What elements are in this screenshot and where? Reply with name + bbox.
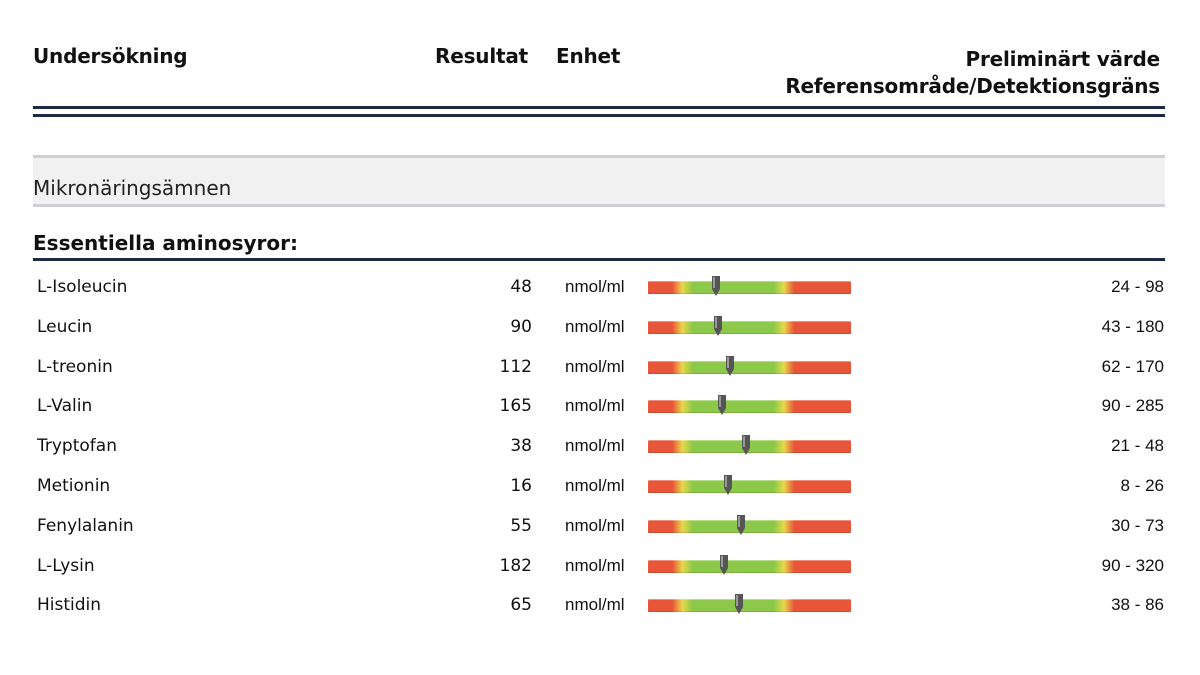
value-marker — [718, 395, 727, 416]
unit-label: nmol/ml — [565, 277, 625, 296]
analyte-name: L-Lysin — [37, 555, 95, 576]
value-marker — [735, 594, 744, 615]
range-bar — [648, 594, 851, 615]
analyte-name: Leucin — [37, 316, 93, 337]
column-header-test: Undersökning — [33, 44, 188, 68]
value-marker — [741, 435, 750, 456]
unit-label: nmol/ml — [565, 595, 625, 615]
group-divider — [33, 258, 1165, 261]
range-bar — [648, 276, 851, 296]
result-value: 55 — [510, 515, 532, 536]
table-row: L-Valin 165 nmol/ml 90 - 285 — [0, 384, 1200, 424]
range-bar — [648, 355, 851, 376]
reference-range: 90 - 285 — [1101, 396, 1164, 416]
analyte-name: Metionin — [37, 476, 111, 496]
header-divider-top — [33, 106, 1165, 109]
value-marker — [713, 315, 722, 336]
column-header-reference: Preliminärt värde Referensområde/Detekti… — [785, 46, 1160, 100]
analyte-name: L-treonin — [37, 356, 113, 377]
range-bar — [648, 395, 851, 416]
analyte-name: L-Valin — [37, 396, 93, 417]
range-bar — [648, 315, 851, 336]
result-value: 38 — [510, 436, 532, 457]
range-bar — [648, 554, 851, 575]
range-bar — [648, 475, 851, 495]
column-header-reference-line1: Preliminärt värde — [965, 47, 1161, 71]
reference-range: 43 - 180 — [1101, 316, 1164, 336]
result-value: 48 — [510, 277, 532, 297]
table-row: L-Lysin 182 nmol/ml 90 - 320 — [0, 544, 1200, 584]
reference-range: 30 - 73 — [1111, 515, 1164, 535]
result-value: 112 — [499, 356, 532, 377]
range-bar — [648, 514, 851, 535]
result-value: 165 — [499, 396, 532, 417]
result-value: 182 — [499, 555, 532, 576]
column-header-reference-line2: Referensområde/Detektionsgräns — [785, 74, 1160, 98]
section-title: Mikronäringsämnen — [33, 176, 232, 200]
unit-label: nmol/ml — [565, 436, 625, 456]
unit-label: nmol/ml — [565, 316, 625, 336]
table-row: L-Isoleucin 48 nmol/ml 24 - 98 — [0, 265, 1200, 305]
table-row: Fenylalanin 55 nmol/ml 30 - 73 — [0, 504, 1200, 544]
table-row: Leucin 90 nmol/ml 43 - 180 — [0, 305, 1200, 345]
analyte-name: Histidin — [37, 595, 102, 616]
value-marker — [723, 475, 732, 495]
reference-range: 62 - 170 — [1101, 356, 1164, 376]
column-header-unit: Enhet — [556, 44, 621, 68]
unit-label: nmol/ml — [565, 555, 625, 575]
reference-range: 24 - 98 — [1111, 277, 1164, 296]
result-value: 65 — [510, 595, 532, 616]
value-marker — [737, 514, 746, 535]
reference-range: 90 - 320 — [1101, 555, 1164, 575]
unit-label: nmol/ml — [565, 396, 625, 416]
result-value: 16 — [510, 476, 532, 496]
table-row: L-treonin 112 nmol/ml 62 - 170 — [0, 345, 1200, 385]
group-title: Essentiella aminosyror: — [33, 231, 298, 255]
header-divider-bottom — [33, 114, 1165, 117]
reference-range: 38 - 86 — [1111, 595, 1164, 615]
section-band — [33, 155, 1165, 207]
value-marker — [719, 554, 728, 575]
analyte-name: L-Isoleucin — [37, 277, 128, 297]
unit-label: nmol/ml — [565, 356, 625, 376]
range-bar — [648, 435, 851, 456]
reference-range: 8 - 26 — [1120, 476, 1164, 495]
reference-range: 21 - 48 — [1111, 436, 1164, 456]
table-row: Histidin 65 nmol/ml 38 - 86 — [0, 583, 1200, 623]
analyte-name: Tryptofan — [37, 436, 117, 457]
analyte-name: Fenylalanin — [37, 515, 134, 536]
unit-label: nmol/ml — [565, 515, 625, 535]
value-marker — [725, 355, 734, 376]
unit-label: nmol/ml — [565, 476, 625, 495]
result-value: 90 — [510, 316, 532, 337]
table-row: Tryptofan 38 nmol/ml 21 - 48 — [0, 424, 1200, 464]
value-marker — [712, 276, 721, 296]
column-header-result: Resultat — [435, 44, 528, 68]
table-row: Metionin 16 nmol/ml 8 - 26 — [0, 464, 1200, 504]
